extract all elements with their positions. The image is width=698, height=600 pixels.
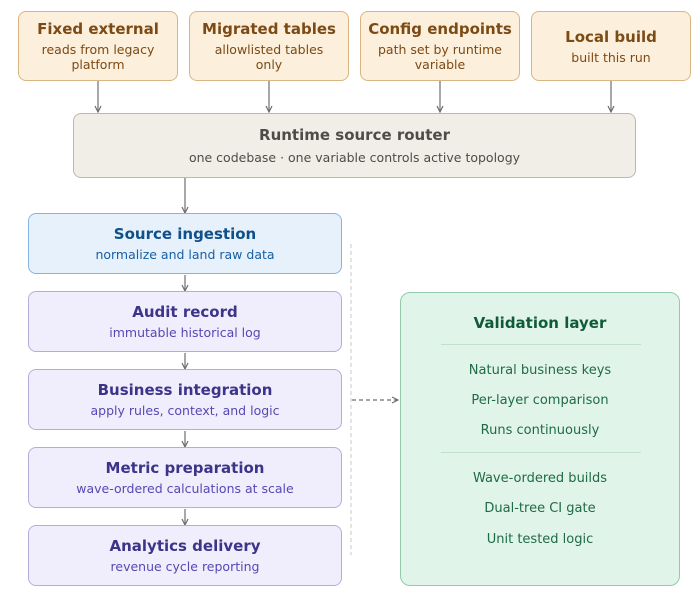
layer-title: Audit record (132, 303, 238, 321)
layer-title: Business integration (97, 381, 273, 399)
source-box-migrated-tables: Migrated tables allowlisted tables only (189, 11, 349, 81)
router-subtitle: one codebase · one variable controls act… (188, 150, 521, 165)
source-subtitle: reads from legacy platform (41, 42, 155, 72)
layer-title: Metric preparation (105, 459, 265, 477)
source-box-config-endpoints: Config endpoints path set by runtime var… (360, 11, 520, 81)
validation-item: Wave-ordered builds (472, 471, 608, 486)
runtime-source-router: Runtime source router one codebase · one… (73, 113, 636, 178)
layer-subtitle: immutable historical log (109, 325, 261, 340)
layer-subtitle: apply rules, context, and logic (90, 403, 280, 418)
validation-item: Natural business keys (468, 363, 612, 378)
router-title: Runtime source router (259, 126, 450, 144)
layer-title: Analytics delivery (109, 537, 261, 555)
layer-source-ingestion: Source ingestion normalize and land raw … (28, 213, 342, 274)
source-title: Migrated tables (202, 20, 336, 38)
layer-subtitle: revenue cycle reporting (110, 559, 260, 574)
validation-title: Validation layer (473, 314, 607, 332)
layer-business-integration: Business integration apply rules, contex… (28, 369, 342, 430)
source-title: Local build (565, 27, 657, 46)
layer-title: Source ingestion (113, 225, 257, 243)
layer-audit-record: Audit record immutable historical log (28, 291, 342, 352)
source-box-fixed-external: Fixed external reads from legacy platfor… (18, 11, 178, 81)
source-title: Config endpoints (368, 20, 512, 38)
layer-metric-preparation: Metric preparation wave-ordered calculat… (28, 447, 342, 508)
validation-item: Dual-tree CI gate (484, 501, 596, 516)
layer-analytics-delivery: Analytics delivery revenue cycle reporti… (28, 525, 342, 586)
source-subtitle: allowlisted tables only (214, 42, 324, 72)
source-subtitle: built this run (571, 49, 651, 65)
validation-item: Runs continuously (480, 423, 600, 438)
validation-layer-panel: Validation layer Natural business keys P… (400, 292, 680, 586)
source-title: Fixed external (37, 20, 159, 38)
source-subtitle: path set by runtime variable (378, 42, 502, 72)
validation-item: Unit tested logic (486, 532, 594, 547)
source-box-local-build: Local build built this run (531, 11, 691, 81)
validation-divider (441, 344, 641, 345)
validation-divider (441, 452, 641, 453)
layer-subtitle: wave-ordered calculations at scale (76, 481, 294, 496)
layer-subtitle: normalize and land raw data (95, 247, 275, 262)
validation-item: Per-layer comparison (471, 393, 609, 408)
